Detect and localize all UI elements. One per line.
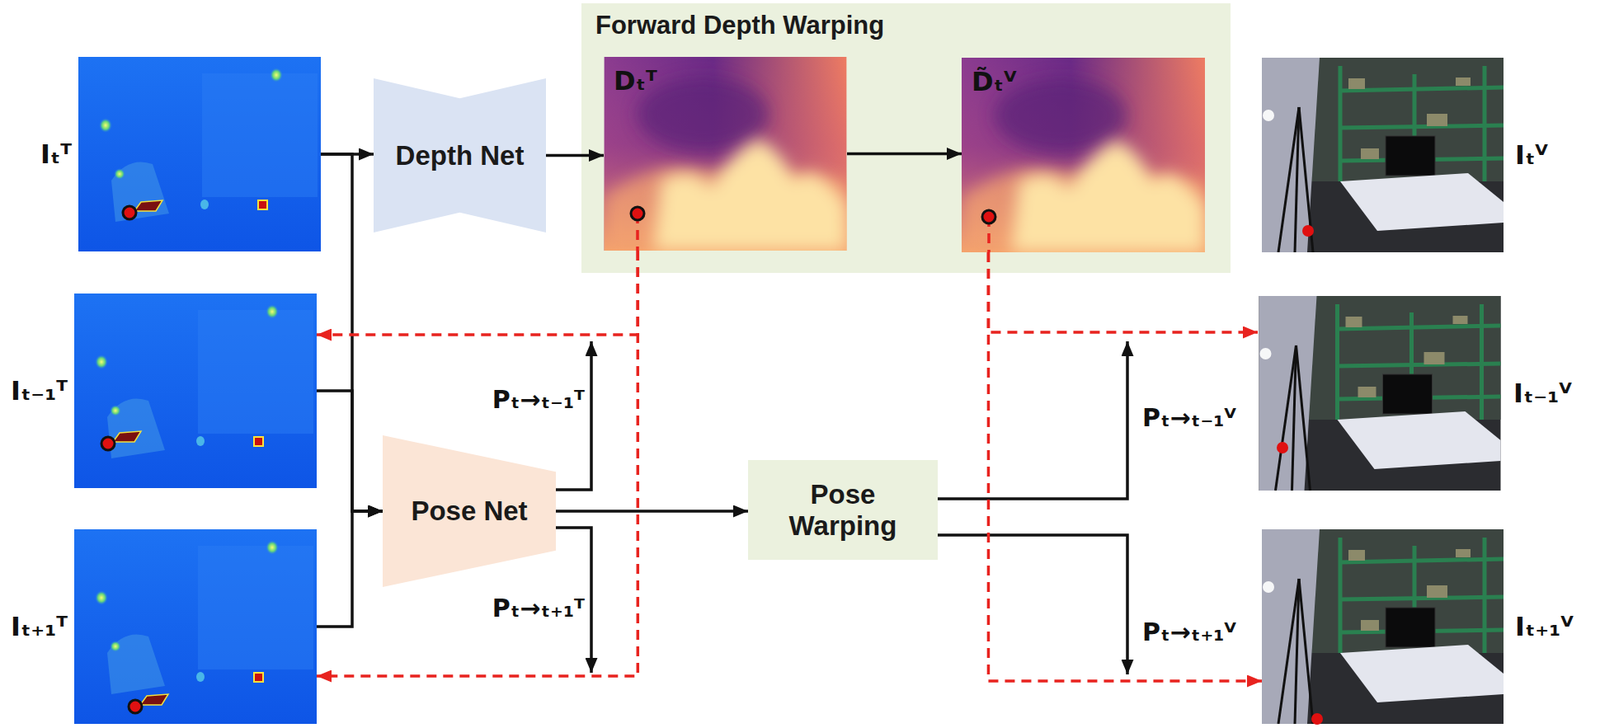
rgb-image: Iₜ₊₁ⱽ bbox=[1261, 529, 1504, 725]
data-flow-arrow bbox=[545, 154, 604, 158]
thermal-picture bbox=[74, 293, 317, 489]
image-label: Iₜⱽ bbox=[1515, 139, 1549, 171]
rgb-image: Iₜ₋₁ⱽ bbox=[1257, 296, 1502, 491]
image-label: D̃ₜⱽ bbox=[971, 65, 1017, 98]
panel-background bbox=[581, 3, 1231, 273]
thermal-picture bbox=[78, 56, 321, 252]
image-label: Iₜᵀ bbox=[40, 138, 72, 170]
pose-output-arrow bbox=[555, 341, 1128, 675]
tracked-point bbox=[1276, 225, 1323, 725]
tracked-point bbox=[101, 200, 169, 714]
thermal-image: Iₜ₋₁ᵀ bbox=[74, 293, 317, 489]
depth-picture bbox=[604, 56, 848, 251]
projection-arrow bbox=[988, 252, 1262, 682]
pose-warping-box: Pose Warping bbox=[748, 460, 938, 560]
data-flow-arrow bbox=[555, 509, 749, 513]
depth-picture bbox=[961, 57, 1205, 253]
pose-net-block: Pose Net bbox=[382, 435, 556, 588]
pose-label: Pₜ→ₜ₊₁ᵀ bbox=[492, 593, 585, 624]
projection-arrow bbox=[988, 252, 1258, 333]
projection-arrow bbox=[316, 250, 638, 335]
tracked-point bbox=[630, 207, 996, 253]
data-flow-arrow bbox=[316, 390, 383, 512]
thermal-picture bbox=[74, 529, 317, 725]
pose-label: Pₜ→ₜ₋₁ⱽ bbox=[1142, 403, 1237, 433]
depth-net-block: Depth Net bbox=[373, 78, 546, 233]
block-label: Depth Net bbox=[395, 140, 525, 172]
warping-panel: Forward Depth WarpingDₜᵀ D̃ₜⱽ bbox=[581, 3, 1231, 273]
rgb-image: Iₜⱽ bbox=[1261, 57, 1504, 253]
image-label: Iₜ₋₁ⱽ bbox=[1513, 377, 1572, 410]
block-label: Pose Warping bbox=[772, 479, 913, 542]
image-label: Iₜ₊₁ᵀ bbox=[10, 611, 68, 643]
data-flow-arrow bbox=[316, 511, 383, 627]
projection-arrow bbox=[316, 250, 638, 677]
image-label: Iₜ₋₁ᵀ bbox=[10, 375, 68, 407]
image-label: Iₜ₊₁ⱽ bbox=[1515, 611, 1574, 643]
panel-heading: Forward Depth Warping bbox=[595, 10, 885, 41]
rgb-picture bbox=[1261, 57, 1504, 253]
pose-label: Pₜ→ₜ₊₁ⱽ bbox=[1142, 617, 1237, 648]
block-fill bbox=[373, 78, 546, 233]
pose-label: Pₜ→ₜ₋₁ᵀ bbox=[492, 385, 585, 415]
image-label: Dₜᵀ bbox=[613, 65, 658, 97]
depth-map: D̃ₜⱽ bbox=[961, 57, 1205, 253]
data-flow-arrow bbox=[847, 152, 962, 156]
block-fill bbox=[382, 435, 556, 588]
rgb-picture bbox=[1261, 529, 1504, 725]
thermal-image: Iₜᵀ bbox=[78, 56, 321, 252]
block-label: Pose Net bbox=[410, 495, 528, 528]
rgb-picture bbox=[1259, 296, 1502, 491]
depth-map: Dₜᵀ bbox=[603, 56, 848, 251]
thermal-image: Iₜ₊₁ᵀ bbox=[74, 529, 317, 725]
